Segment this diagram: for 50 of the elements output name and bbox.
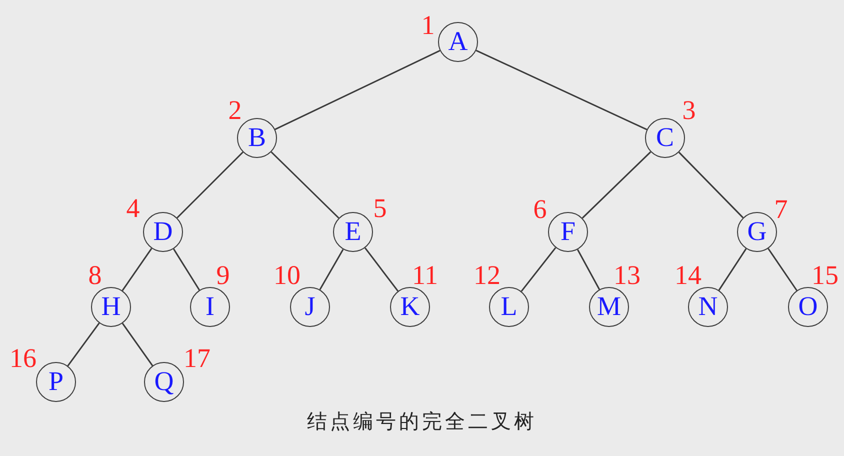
node-number: 4	[126, 196, 140, 220]
tree-edge	[576, 249, 600, 290]
tree-node-circle: L	[489, 287, 529, 327]
tree-node-circle: P	[36, 362, 76, 402]
tree-node-circle: A	[438, 22, 478, 62]
tree-edge	[67, 322, 100, 366]
tree-edge	[678, 152, 744, 218]
tree-node-circle: H	[91, 287, 131, 327]
tree-node-circle: G	[737, 212, 777, 252]
tree-node-circle: M	[589, 287, 629, 327]
tree-edge	[122, 322, 154, 366]
node-number: 8	[88, 263, 102, 287]
node-number: 5	[373, 196, 387, 220]
node-number: 7	[774, 197, 788, 221]
node-number: 16	[10, 346, 36, 370]
tree-node-circle: E	[333, 212, 373, 252]
tree-node-circle: K	[390, 287, 430, 327]
tree-edge	[364, 247, 398, 292]
tree-edge	[476, 50, 648, 130]
tree-edge	[122, 248, 152, 292]
node-number: 10	[274, 263, 300, 287]
node-number: 9	[216, 263, 230, 287]
tree-edge	[319, 249, 344, 290]
tree-edge	[274, 50, 440, 130]
caption: 结点编号的完全二叉树	[307, 408, 537, 434]
node-number: 13	[614, 263, 640, 287]
tree-node-circle: I	[190, 287, 230, 327]
tree-node-circle: F	[548, 212, 588, 252]
node-number: 1	[421, 13, 435, 37]
node-number: 3	[682, 98, 696, 122]
node-number: 17	[184, 346, 210, 370]
tree-edge	[718, 248, 747, 291]
node-number: 14	[674, 263, 702, 287]
tree-edge	[520, 247, 556, 292]
tree-node-circle: N	[688, 287, 728, 327]
tree-node-circle: J	[290, 287, 330, 327]
tree-edge	[270, 151, 340, 219]
node-number: 15	[812, 263, 838, 287]
node-number: 6	[533, 197, 547, 221]
node-number: 12	[474, 263, 500, 287]
tree-edge	[768, 248, 798, 291]
tree-node-circle: B	[237, 118, 277, 158]
tree-node-circle: Q	[144, 362, 184, 402]
tree-edge	[176, 152, 244, 218]
tree-node-circle: O	[788, 287, 828, 327]
node-number: 11	[412, 263, 438, 287]
tree-node-circle: C	[645, 118, 685, 158]
tree-edge	[582, 151, 652, 219]
tree-node-circle: D	[143, 212, 183, 252]
tree-edge	[172, 248, 200, 290]
